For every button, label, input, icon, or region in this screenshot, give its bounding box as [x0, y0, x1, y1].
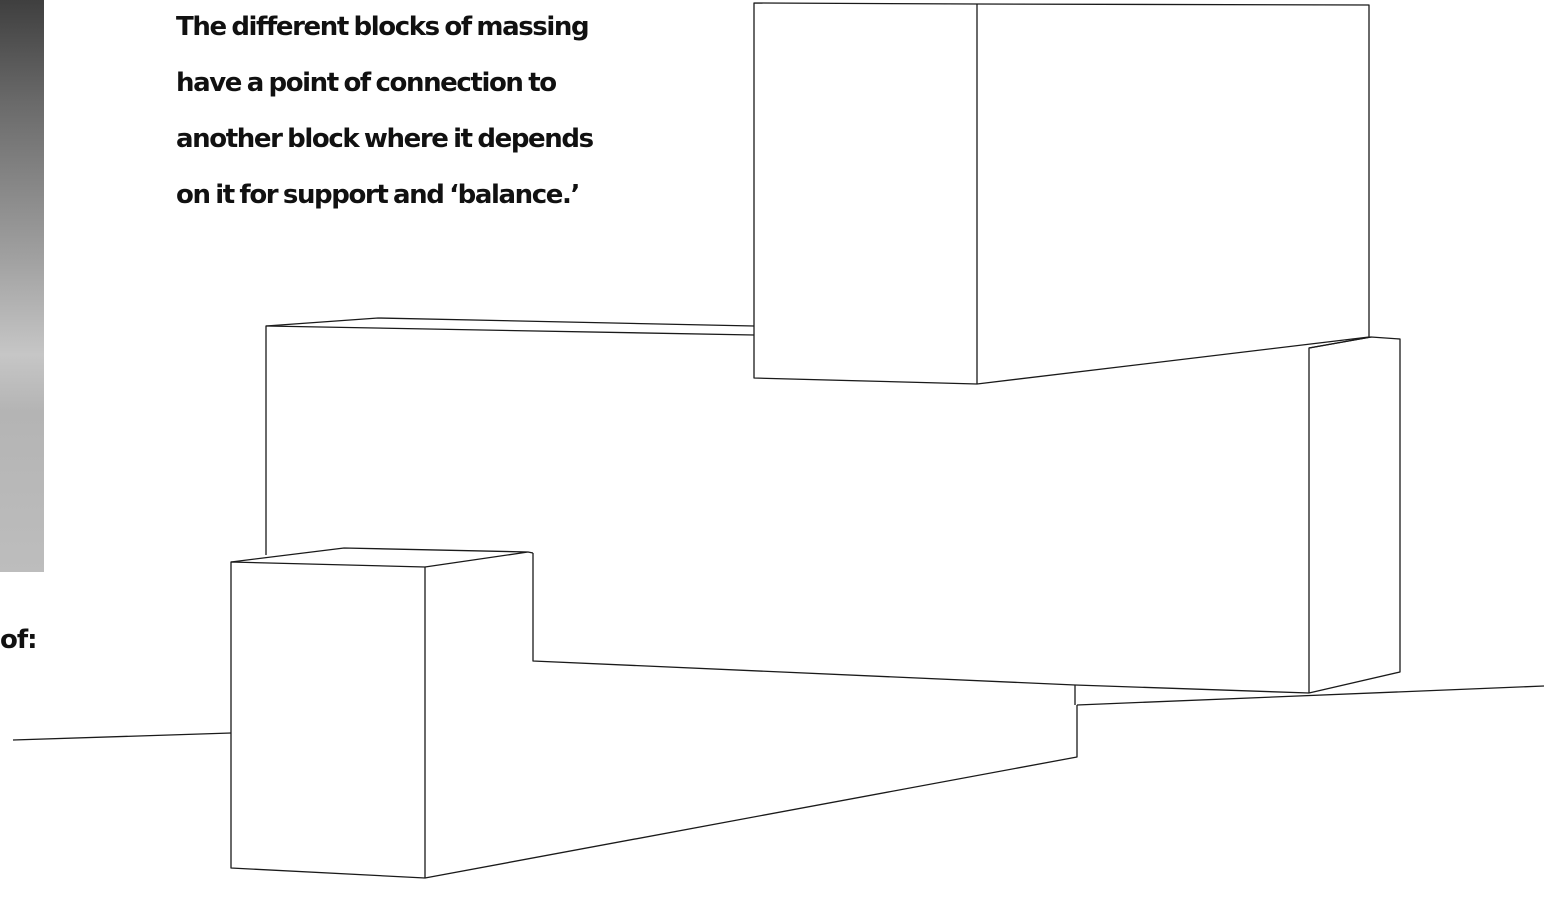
- gradient-side-panel: [0, 0, 44, 572]
- ground-line: [12, 685, 1544, 741]
- cut-off-text: of:: [0, 625, 37, 655]
- caption-line-3: another block where it depends: [176, 124, 594, 154]
- caption-text: The different blocks of massing have a p…: [176, 5, 696, 229]
- caption-line-1: The different blocks of massing: [176, 12, 590, 42]
- caption-line-2: have a point of connection to: [176, 68, 557, 98]
- middle-long-block: [265, 317, 1401, 705]
- caption-line-4: on it for support and ‘balance.’: [176, 180, 580, 210]
- top-block: [753, 2, 1370, 385]
- front-block: [230, 547, 1078, 879]
